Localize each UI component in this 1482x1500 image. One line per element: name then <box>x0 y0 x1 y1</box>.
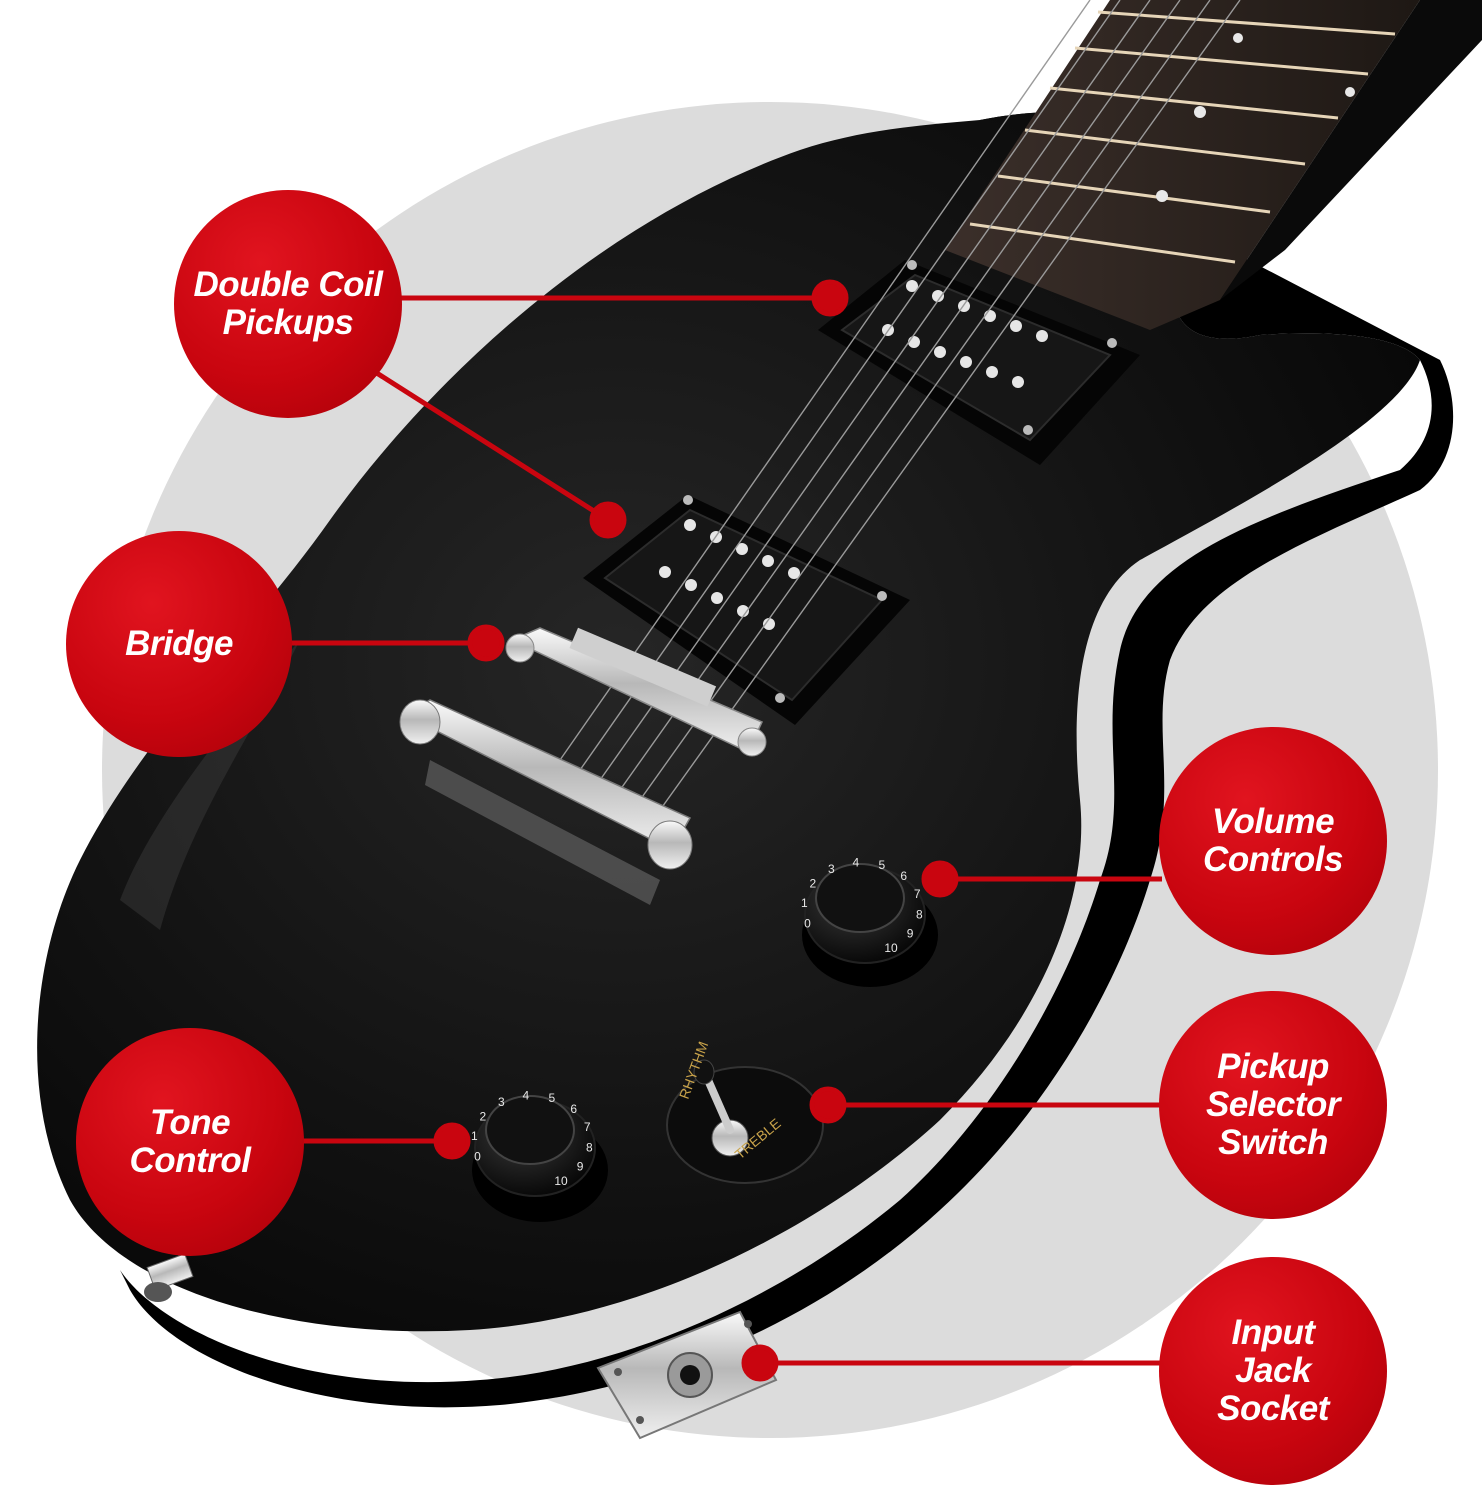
tone-knob-number: 8 <box>586 1140 593 1154</box>
pickup-selector-switch: RHYTHM TREBLE <box>666 1039 824 1184</box>
volume-knob-number: 3 <box>828 862 835 876</box>
callout-input-jack-socket: Input Jack Socket <box>1159 1257 1387 1485</box>
callout-tone-control: Tone Control <box>76 1028 304 1256</box>
callout-leaders <box>290 279 1162 1382</box>
callout-label-volume: Volume Controls <box>1203 802 1343 879</box>
tune-o-matic-bridge <box>505 627 767 757</box>
volume-knob <box>802 863 938 987</box>
tone-knob-number: 7 <box>584 1120 591 1134</box>
callout-label-jack: Input Jack Socket <box>1217 1313 1329 1428</box>
neck-pickup <box>818 260 1140 465</box>
callout-label-tone: Tone Control <box>129 1103 251 1180</box>
volume-knob-number: 9 <box>907 927 914 941</box>
strap-button <box>144 1253 194 1302</box>
tone-knob-number: 1 <box>471 1129 478 1143</box>
volume-knob-number: 2 <box>809 877 816 891</box>
tone-knob <box>472 1095 608 1222</box>
stopbar-tailpiece <box>399 699 693 905</box>
volume-knob-number: 0 <box>804 917 811 931</box>
volume-knob-number: 7 <box>914 887 921 901</box>
frets <box>969 10 1396 264</box>
tone-knob-number: 3 <box>498 1095 505 1109</box>
neck-binding <box>1220 0 1482 300</box>
callout-double-coil-pickups: Double Coil Pickups <box>174 190 402 418</box>
volume-knob-number: 4 <box>853 855 860 869</box>
callout-pickup-selector-switch: Pickup Selector Switch <box>1159 991 1387 1219</box>
tone-knob-number: 2 <box>479 1110 486 1124</box>
tone-knob-number: 4 <box>523 1088 530 1102</box>
tone-knob-number: 6 <box>570 1102 577 1116</box>
callout-bridge: Bridge <box>66 531 292 757</box>
callout-label-bridge: Bridge <box>125 624 233 663</box>
volume-knob-number: 1 <box>801 896 808 910</box>
bridge-pickup <box>583 495 910 725</box>
strings <box>559 0 1241 811</box>
fret-markers <box>1156 33 1355 202</box>
tone-knob-number: 9 <box>577 1160 584 1174</box>
tone-knob-number: 5 <box>548 1091 555 1105</box>
output-jack-plate <box>596 1310 778 1440</box>
volume-knob-number: 10 <box>884 941 898 955</box>
callout-volume-controls: Volume Controls <box>1159 727 1387 955</box>
tone-knob-number: 10 <box>554 1174 568 1188</box>
tone-knob-number: 0 <box>474 1150 481 1164</box>
callout-label-pickups: Double Coil Pickups <box>193 265 383 342</box>
volume-knob-number: 5 <box>878 858 885 872</box>
volume-knob-number: 6 <box>900 869 907 883</box>
guitar-neck <box>945 0 1420 330</box>
volume-knob-number: 8 <box>916 907 923 921</box>
callout-label-selector: Pickup Selector Switch <box>1205 1047 1341 1162</box>
